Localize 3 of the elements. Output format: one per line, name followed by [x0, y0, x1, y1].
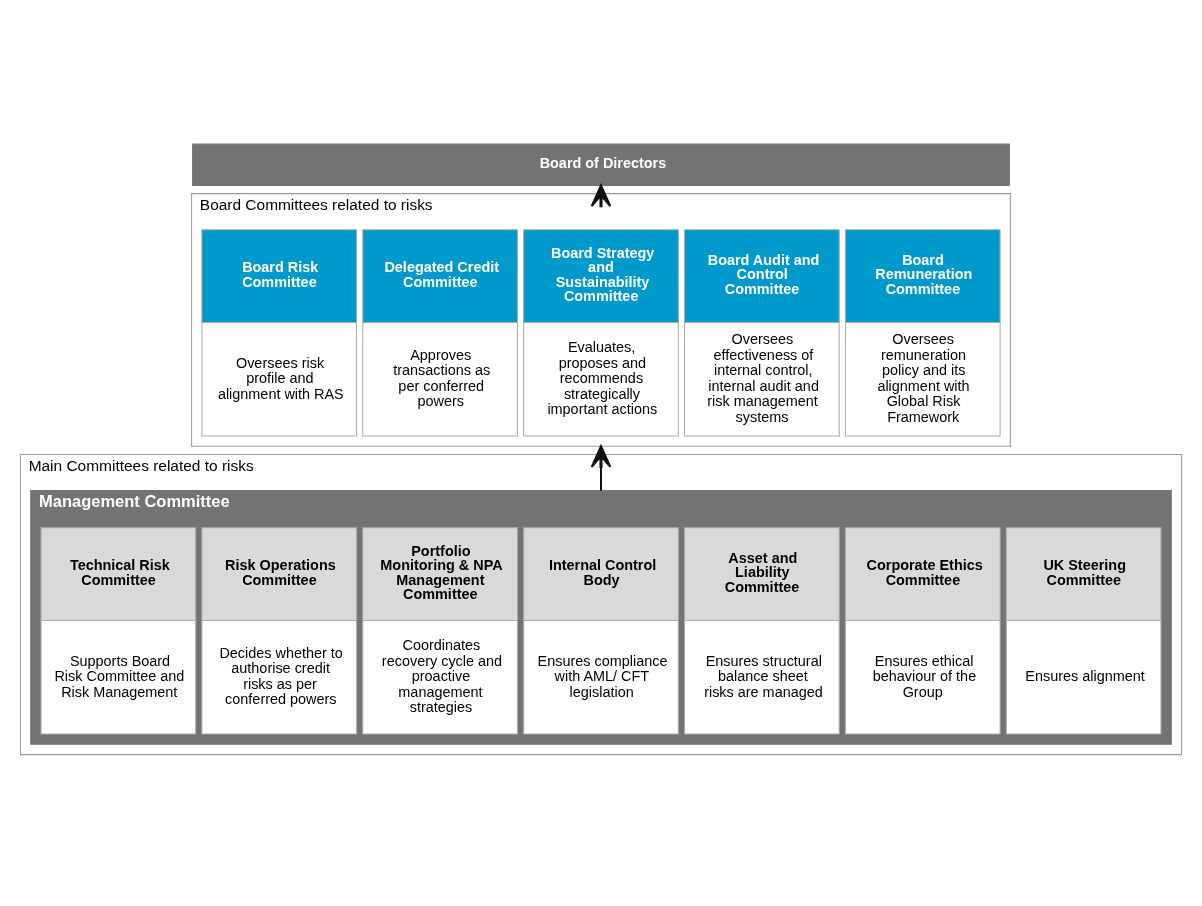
arrow	[590, 444, 612, 491]
arrow	[590, 183, 612, 207]
node-box: Board of Directors	[192, 143, 1010, 186]
